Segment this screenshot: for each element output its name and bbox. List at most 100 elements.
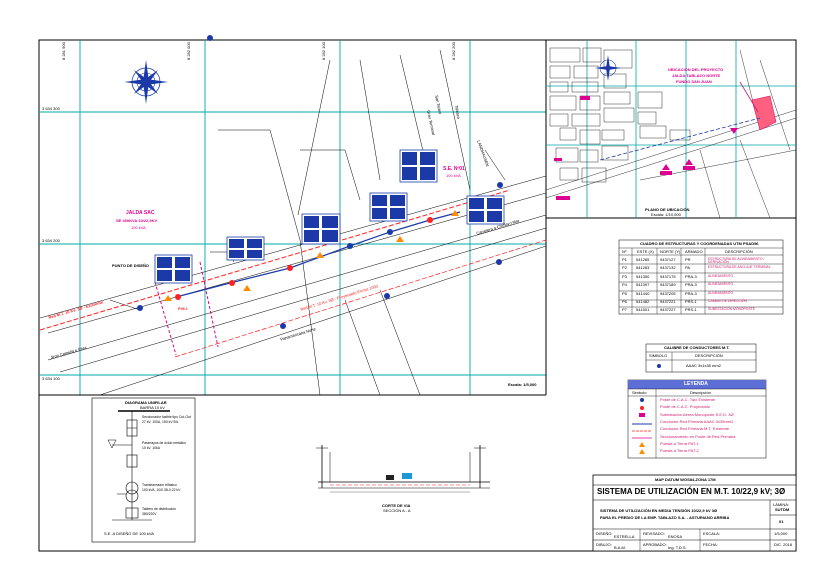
- conductors-row: AAAC 3x1x35 mm2: [686, 363, 721, 368]
- road-edge: [47, 192, 547, 334]
- client-sub1: SE 400KVA 10/22,9KV: [116, 218, 158, 223]
- lot-line: [484, 149, 506, 181]
- single-line-title: DIAGRAMA UNIFILAR: [125, 400, 167, 405]
- coords-table-title: CUADRO DE ESTRUCTURAS Y COORDENADAS UTM …: [640, 241, 759, 246]
- coords-cell: PRA-3: [685, 273, 697, 279]
- cross-section-sub: SECCIÓN A - A: [383, 508, 411, 513]
- tb-dibujo-label: DIBUJO:: [596, 542, 612, 547]
- coords-cell: P4: [622, 282, 627, 288]
- coords-cell: 9437205: [660, 290, 676, 296]
- lot-line: [218, 129, 301, 241]
- coords-cell: 9437175: [660, 273, 676, 279]
- arrester-icon: [107, 439, 117, 449]
- lot-line: [299, 239, 321, 396]
- existing-pole: [384, 293, 390, 299]
- coords-header: ESTE (X): [637, 249, 654, 254]
- location-note-3: FUNDO SAN JUAN: [676, 79, 712, 84]
- coords-cell: SUBESTACIÓN MONOPOSTE: [708, 307, 756, 312]
- conductor-symbol-icon: [657, 364, 661, 368]
- lot-line: [297, 59, 331, 216]
- coords-cell: 541283: [636, 265, 650, 271]
- legend-header: Descripción: [690, 390, 711, 395]
- tb-dibujo-value: B.A.M.: [614, 545, 627, 550]
- legend-project-pole-icon: [640, 406, 644, 410]
- lot-line: [439, 49, 471, 191]
- legend-item-label: Conductor Red Primaria AAAC 3x35mm2: [660, 418, 734, 424]
- lot-line: [300, 149, 361, 201]
- grid-label-east: 8 282 100: [321, 42, 326, 60]
- conductors-title: CALIBRE DE CONDUCTORES M.T.: [664, 345, 730, 350]
- coords-cell: CAMBIO DE DIRECCIÓN: [708, 299, 747, 303]
- pat-icon: [451, 210, 459, 216]
- coords-cell: PRA-3: [685, 290, 697, 296]
- lot-line: [344, 299, 381, 396]
- coords-cell: ESTRUCTURA DE ANCLAJE TERMINAL: [708, 265, 771, 270]
- existing-pole: [137, 305, 143, 311]
- coords-cell: ALINEAMIENTO: [708, 273, 734, 278]
- legend-item-label: Puesta a Tierra PAT-2: [660, 448, 699, 454]
- marker-icon: [685, 159, 693, 165]
- coords-header: ARMADO: [685, 249, 703, 254]
- road-edge: [99, 245, 547, 396]
- subtitle-2: PARA EL PREDIO DE LA EMP. TABLAZO S.A. -…: [600, 515, 730, 520]
- coords-cell: PA: [685, 265, 691, 271]
- coords-cell: 541482: [636, 299, 650, 304]
- sld-item-label: Transformador trifásico: [142, 483, 177, 487]
- grid-label-east: 8 281 900: [61, 42, 66, 60]
- lot-line: [379, 289, 421, 396]
- coords-cell: 541285: [636, 257, 650, 262]
- location-map-scale: Escala: 1/10,000: [651, 212, 681, 217]
- coords-header: DESCRIPCIÓN: [725, 249, 753, 254]
- location-note-1: UBICACIÓN DEL PROYECTO: [668, 67, 724, 72]
- title-block: [592, 474, 797, 552]
- map-datum: MAP DATUM WGS84-ZONA 17M: [655, 477, 716, 482]
- vehicle-icon: [402, 473, 412, 479]
- main-title: SISTEMA DE UTILIZACIÓN EN M.T. 10/22,9 k…: [597, 487, 786, 496]
- sld-item-label: 27 kV, 100A, 150 kV BIL: [142, 420, 179, 424]
- road-edge: [47, 214, 547, 361]
- point-label: P.M.I.: [178, 306, 188, 311]
- coords-table: [618, 239, 784, 315]
- coords-cell: 9437127: [660, 257, 676, 262]
- project-pole: [175, 294, 181, 300]
- project-pole: [347, 243, 353, 249]
- coords-cell: P5: [622, 290, 627, 296]
- project-zone: [751, 95, 777, 131]
- legend-sed-icon: [639, 413, 645, 417]
- project-pole: [387, 229, 393, 235]
- main-plan: [39, 35, 547, 396]
- tb-aprobado-value: Ing. T.D.S.: [668, 545, 687, 550]
- coords-cell: PRS-1: [685, 307, 697, 313]
- coords-cell: 541501: [636, 307, 650, 313]
- single-line-bus: BARRA 10 kV: [140, 405, 165, 410]
- grid-label-north: 3 634 300: [42, 106, 60, 111]
- single-line-footer: S.E. A DISEÑO DE 100 kVA: [104, 531, 154, 536]
- grid-label-north: 3 634 200: [42, 238, 60, 243]
- tb-escala-value: 1/5,000: [774, 531, 788, 536]
- coords-header: Nº: [622, 249, 627, 254]
- legend-item-label: Poste de C.A.C. Tipo Existente: [660, 397, 715, 402]
- legend-item-label: Poste de C.A.C. Proyectado: [660, 404, 711, 410]
- conductors-table: [645, 343, 757, 373]
- coords-cell: P2: [622, 265, 627, 271]
- cross-section: [316, 445, 490, 493]
- subtitle-1: SISTEMA DE UTILIZACIÓN EN MEDIA TENSIÓN …: [600, 508, 718, 513]
- coords-cell: ESTRUCTURA DE ALINEAMIENTO / DERIVACIÓN: [708, 257, 765, 265]
- location-map: [545, 40, 797, 219]
- legend-item-label: Seccionamiento en Poste de Red Primaria: [660, 433, 736, 439]
- cross-section-title: CORTE DE VIA: [382, 503, 411, 508]
- legend-title: LEYENDA: [684, 381, 708, 387]
- legend-existing-pole-icon: [640, 398, 644, 402]
- marker-icon: [730, 128, 738, 134]
- legend-item-label: Conductor Red Primaria M.T. Existente: [660, 426, 730, 432]
- location-note-2: JALDA TABLAZO NORTE: [672, 73, 721, 78]
- sheet-number: 01: [779, 519, 784, 524]
- grid-label-north: 3 634 100: [42, 376, 60, 381]
- coords-cell: ALINEAMIENTO: [708, 290, 734, 295]
- tb-diseno-value: ESTRELLA: [614, 534, 635, 539]
- coords-cell: 9437221: [660, 299, 676, 304]
- conductors-header: DESCRIPCIÓN: [695, 353, 723, 358]
- legend-item-label: Puesta a Tierra PAT-1: [660, 440, 699, 446]
- tb-revisado-label: REVISADO:: [643, 531, 665, 536]
- sld-item-label: Pararrayos de óxido metálico: [142, 441, 186, 445]
